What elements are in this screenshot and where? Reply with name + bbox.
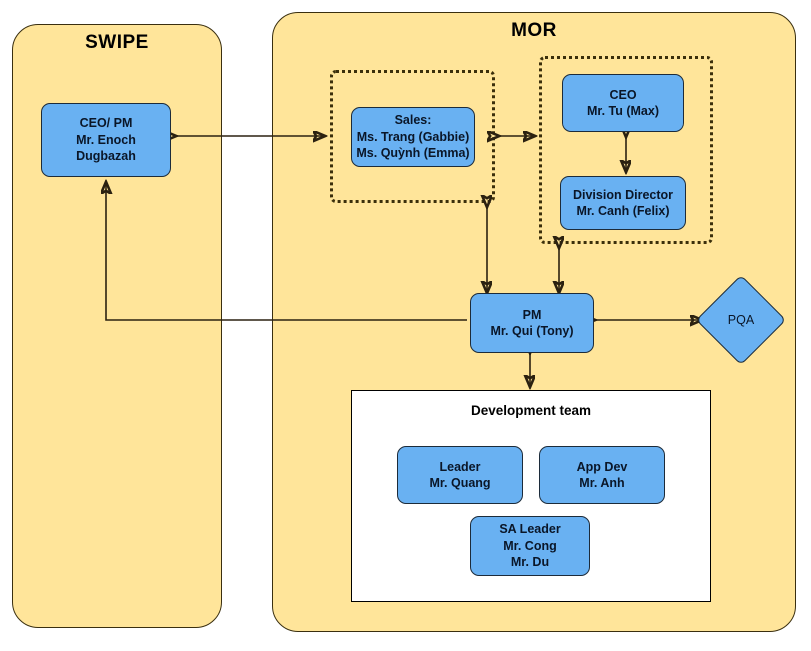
node-sales-label: Sales: Ms. Trang (Gabbie) Ms. Quỳnh (Emm… [356, 113, 470, 161]
swipe-panel-title: SWIPE [85, 32, 149, 53]
node-sales[interactable]: Sales: Ms. Trang (Gabbie) Ms. Quỳnh (Emm… [351, 107, 475, 167]
node-dev-sa-leader[interactable]: SA Leader Mr. Cong Mr. Du [470, 516, 590, 576]
node-pqa[interactable]: PQA [695, 274, 787, 366]
mor-panel-title: MOR [511, 20, 557, 41]
node-dev-appdev[interactable]: App Dev Mr. Anh [539, 446, 665, 504]
node-ceo-label: CEO Mr. Tu (Max) [587, 87, 659, 119]
node-ceo[interactable]: CEO Mr. Tu (Max) [562, 74, 684, 132]
node-pqa-label: PQA [727, 313, 755, 327]
executive-dotted-group [539, 56, 713, 244]
node-pm[interactable]: PM Mr. Qui (Tony) [470, 293, 594, 353]
node-swipe-ceo-pm[interactable]: CEO/ PM Mr. Enoch Dugbazah [41, 103, 171, 177]
node-dev-leader-label: Leader Mr. Quang [429, 459, 491, 491]
node-pm-label: PM Mr. Qui (Tony) [490, 307, 574, 339]
node-dev-appdev-label: App Dev Mr. Anh [576, 459, 628, 491]
node-swipe-ceo-pm-label: CEO/ PM Mr. Enoch Dugbazah [76, 116, 136, 164]
node-division-director[interactable]: Division Director Mr. Canh (Felix) [560, 176, 686, 230]
node-division-director-label: Division Director Mr. Canh (Felix) [572, 187, 674, 219]
node-dev-sa-leader-label: SA Leader Mr. Cong Mr. Du [499, 522, 561, 570]
development-team-title: Development team [470, 403, 592, 418]
node-dev-leader[interactable]: Leader Mr. Quang [397, 446, 523, 504]
